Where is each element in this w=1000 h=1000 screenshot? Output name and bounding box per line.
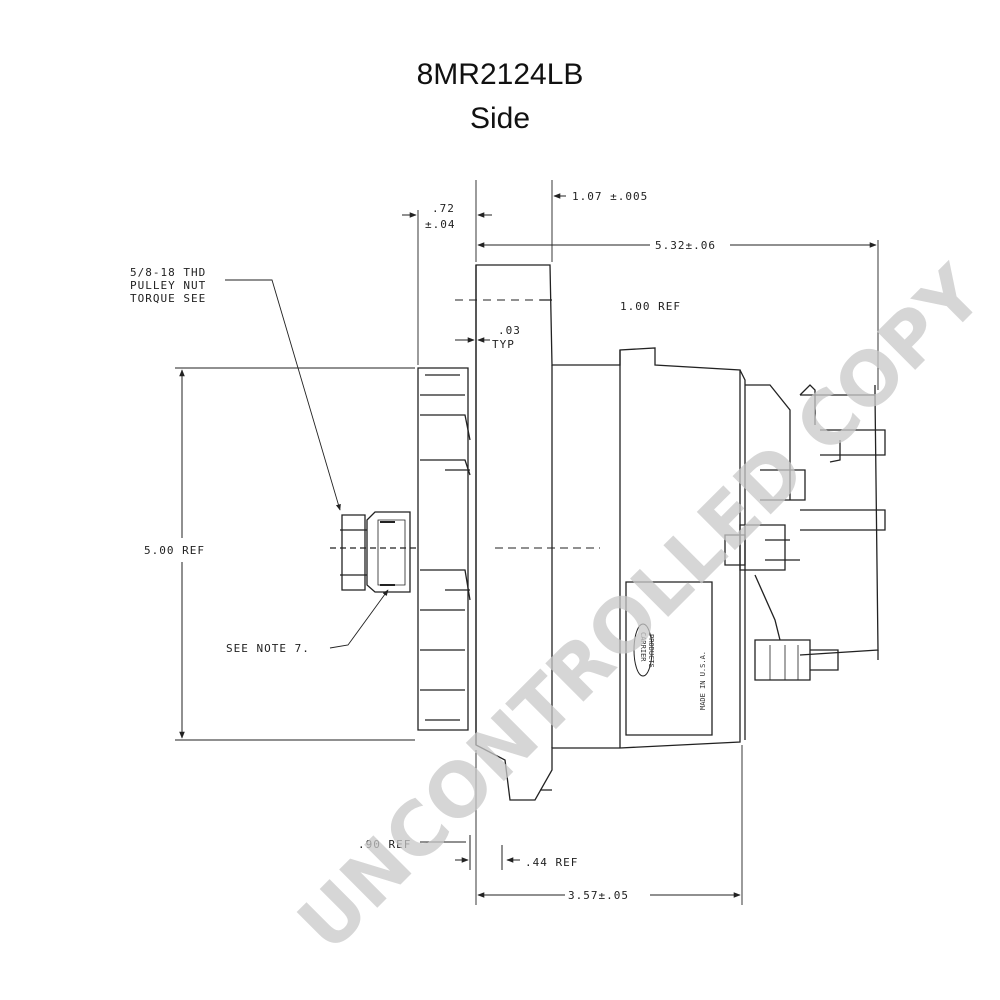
dim-357: 3.57±.05 [568,889,629,902]
view-subtitle: Side [469,102,531,135]
dim-072: .72 [432,202,455,215]
rear-terminals [724,384,886,681]
nameplate-brand-sub: PRODUCTS [647,634,655,668]
dim-100-ref: 1.00 REF [620,300,681,313]
nameplate: CARRIER PRODUCTS MADE IN U.S.A. [633,623,707,710]
fan-pulley [417,367,471,731]
dim-532: 5.32±.06 [655,239,716,252]
dim-03: .03 [498,324,521,337]
dim-03-typ: TYP [492,338,515,351]
uncontrolled-copy-watermark: UNCONTROLLED COPY [282,249,1000,967]
shaft-and-nut [330,511,420,593]
note-thread-line3: TORQUE SEE [130,292,206,305]
note-thread-line2: PULLEY NUT [130,279,206,292]
nameplate-made-in: MADE IN U.S.A. [699,651,707,710]
nameplate-brand: CARRIER [639,632,647,662]
rear-housing [619,350,746,748]
dim-90-ref: .90 REF [358,838,411,851]
dimension-lines [179,193,877,898]
dim-107: 1.07 ±.005 [572,190,648,203]
dim-072-tolerance: ±.04 [425,218,456,231]
note-thread-line1: 5/8-18 THD [130,266,206,279]
note-see-note-7: SEE NOTE 7. [226,642,310,655]
dim-44-ref: .44 REF [525,856,578,869]
extension-lines [175,180,879,905]
dim-500-ref: 5.00 REF [144,544,205,557]
drawing-title: 8MR2124LB [416,58,584,91]
leader-lines [225,279,389,649]
